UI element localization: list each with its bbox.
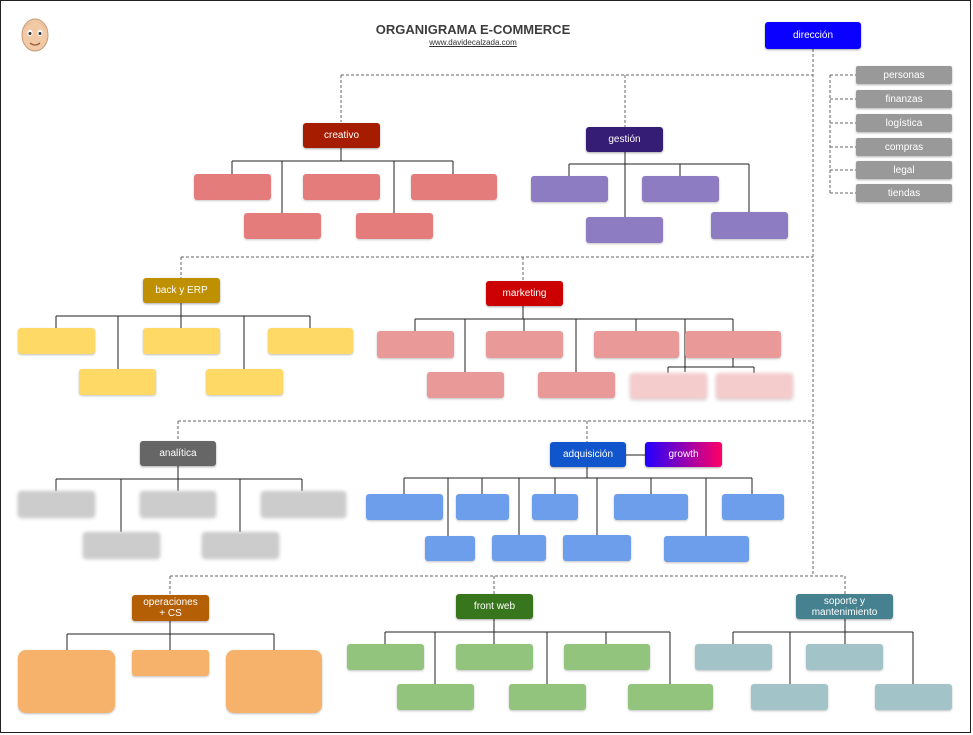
leaf-operaciones <box>132 650 209 676</box>
leaf-marketing <box>538 372 615 398</box>
side-unit-finanzas[interactable]: finanzas <box>856 90 952 108</box>
dashed-connectors <box>169 49 856 595</box>
leaf-analitica <box>18 491 95 517</box>
leaf-soporte <box>751 684 828 710</box>
solid-connectors <box>55 148 914 684</box>
leaf-adquisicion <box>563 535 631 561</box>
leaf-marketing-light <box>630 373 707 399</box>
avatar-face-icon <box>21 18 49 52</box>
side-unit-personas[interactable]: personas <box>856 66 952 84</box>
leaf-analitica <box>261 491 346 517</box>
side-unit-logistica[interactable]: logística <box>856 114 952 132</box>
leaf-gestion <box>711 212 788 239</box>
leaf-gestion <box>531 176 608 202</box>
leaf-adquisicion <box>722 494 784 520</box>
leaf-operaciones <box>226 650 322 713</box>
leaf-back-erp <box>79 369 156 395</box>
leaf-analitica <box>202 532 279 558</box>
leaf-front-web <box>347 644 424 670</box>
leaf-creativo <box>194 174 271 200</box>
leaf-front-web <box>397 684 474 710</box>
leaf-adquisicion <box>425 536 475 561</box>
side-unit-legal[interactable]: legal <box>856 161 952 179</box>
leaf-soporte <box>695 644 772 670</box>
side-unit-compras[interactable]: compras <box>856 138 952 156</box>
leaf-adquisicion <box>456 494 509 520</box>
node-operaciones[interactable]: operaciones + CS <box>132 595 209 621</box>
leaf-soporte <box>806 644 883 670</box>
leaf-marketing <box>685 331 781 358</box>
node-gestion[interactable]: gestión <box>586 127 663 152</box>
leaf-adquisicion <box>492 535 546 561</box>
node-operaciones-label: operaciones + CS <box>143 597 198 619</box>
leaf-gestion <box>642 176 719 202</box>
leaf-marketing <box>594 331 679 358</box>
leaf-soporte <box>875 684 952 710</box>
leaf-marketing <box>427 372 504 398</box>
leaf-creativo <box>244 213 321 239</box>
leaf-adquisicion <box>532 494 578 520</box>
website-link[interactable]: www.davidecalzada.com <box>429 38 517 47</box>
leaf-back-erp <box>268 328 353 354</box>
leaf-adquisicion <box>614 494 688 520</box>
leaf-front-web <box>456 644 533 670</box>
node-front-web[interactable]: front web <box>456 594 533 619</box>
side-unit-tiendas[interactable]: tiendas <box>856 184 952 202</box>
leaf-front-web <box>628 684 713 710</box>
node-growth[interactable]: growth <box>645 442 722 467</box>
leaf-back-erp <box>206 369 283 395</box>
leaf-creativo <box>411 174 497 200</box>
page-title: ORGANIGRAMA E-COMMERCE <box>375 22 571 37</box>
leaf-creativo <box>303 174 380 200</box>
node-creativo[interactable]: creativo <box>303 123 380 148</box>
leaf-back-erp <box>18 328 95 354</box>
leaf-analitica <box>83 532 160 558</box>
leaf-creativo <box>356 213 433 239</box>
leaf-gestion <box>586 217 663 243</box>
leaf-marketing <box>486 331 563 358</box>
node-analitica[interactable]: analítica <box>140 441 216 466</box>
node-direccion[interactable]: dirección <box>765 22 861 49</box>
node-adquisicion[interactable]: adquisición <box>550 442 626 467</box>
leaf-front-web <box>509 684 586 710</box>
leaf-back-erp <box>143 328 220 354</box>
node-back-erp[interactable]: back y ERP <box>143 278 220 303</box>
leaf-operaciones <box>18 650 115 713</box>
leaf-marketing <box>377 331 454 358</box>
leaf-analitica <box>140 491 216 517</box>
node-marketing[interactable]: marketing <box>486 281 563 306</box>
node-soporte[interactable]: soporte y mantenimiento <box>796 594 893 619</box>
leaf-front-web <box>564 644 650 670</box>
leaf-marketing-light <box>716 373 793 399</box>
leaf-adquisicion <box>664 536 749 562</box>
leaf-adquisicion <box>366 494 443 520</box>
node-soporte-label: soporte y mantenimiento <box>811 595 878 618</box>
